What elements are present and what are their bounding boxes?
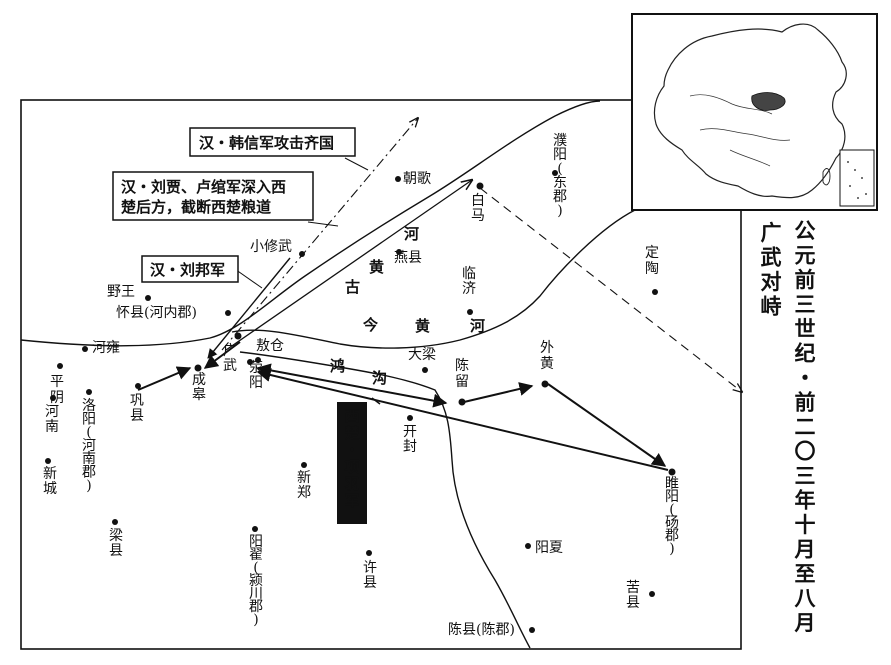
river-labels: 古 黄 河 今 黄 河 鸿 沟 bbox=[330, 225, 485, 387]
place-label-dingtao: 定陶 bbox=[645, 245, 659, 277]
place-label-henan: 河南 bbox=[45, 404, 59, 435]
place-label-yangzhai: 阳翟(颍川郡) bbox=[249, 534, 263, 628]
svg-text:大梁: 大梁 bbox=[408, 347, 436, 363]
svg-text:汉・刘邦军: 汉・刘邦军 bbox=[150, 261, 225, 279]
place-label-pingyin: 平阴 bbox=[50, 374, 64, 406]
svg-text:河: 河 bbox=[470, 317, 485, 335]
place-label-kuxian: 苦县 bbox=[626, 580, 640, 611]
place-label-guangwu: 广武 bbox=[223, 343, 237, 374]
xiangyu-route-4 bbox=[256, 368, 669, 471]
place-label-xinzheng: 新郑 bbox=[297, 470, 311, 501]
xiangyu-route-5 bbox=[203, 341, 241, 369]
svg-text:敖仓: 敖仓 bbox=[256, 338, 284, 354]
svg-text:小修武: 小修武 bbox=[250, 239, 292, 255]
svg-text:黄: 黄 bbox=[415, 317, 430, 335]
china-inset-map bbox=[631, 13, 878, 211]
svg-text:今: 今 bbox=[362, 316, 378, 334]
liu-bang-route bbox=[207, 257, 291, 359]
title-left: 广武对峙 bbox=[761, 221, 782, 319]
military-routes bbox=[137, 118, 742, 471]
callout-liu-jia: 汉・刘贾、卢绾军深入西 楚后方，截断西楚粮道 bbox=[112, 171, 314, 221]
svg-text:野王: 野王 bbox=[107, 284, 135, 300]
xiangyu-route-1 bbox=[256, 363, 448, 408]
svg-text:古: 古 bbox=[345, 278, 360, 296]
xiangyu-route-3 bbox=[547, 383, 667, 467]
modern-yellow-river bbox=[231, 209, 636, 349]
gongxian-route bbox=[137, 366, 192, 391]
place-label-xingyang: 荥阳 bbox=[249, 360, 263, 391]
place-label-xincheng: 新城 bbox=[43, 466, 57, 497]
svg-text:汉・刘贾、卢绾军深入西: 汉・刘贾、卢绾军深入西 bbox=[121, 178, 286, 196]
place-label-luoyang: 洛阳(河南郡) bbox=[82, 398, 96, 494]
place-label-baima: 白马 bbox=[471, 193, 485, 224]
svg-text:楚后方，截断西楚粮道: 楚后方，截断西楚粮道 bbox=[121, 198, 271, 216]
place-label-chenliu: 陈留 bbox=[455, 357, 469, 390]
place-labels: 朝歌 小修武 燕县 野王 怀县(河内郡) 河雍 敖仓 大梁 阳夏 陈县(陈郡) bbox=[92, 171, 563, 638]
xiangyu-route-2 bbox=[463, 382, 534, 403]
svg-text:朝歌: 朝歌 bbox=[403, 171, 431, 187]
place-label-suiyang: 睢阳(砀郡) bbox=[665, 476, 679, 557]
place-label-kaifeng: 开封 bbox=[403, 424, 417, 455]
svg-text:河: 河 bbox=[404, 225, 419, 243]
svg-text:黄: 黄 bbox=[369, 258, 384, 276]
svg-text:陈县(陈郡): 陈县(陈郡) bbox=[448, 621, 515, 638]
place-markers bbox=[45, 170, 676, 633]
svg-text:怀县(河内郡): 怀县(河内郡) bbox=[116, 305, 197, 321]
callout-xiang-yu: 西楚・项羽军 bbox=[337, 402, 367, 524]
title-right: 公元前三世纪・前二〇三年十月至八月 bbox=[794, 219, 817, 635]
place-label-puyang: 濮阳(东郡) bbox=[553, 133, 567, 219]
svg-text:阳夏: 阳夏 bbox=[535, 540, 563, 556]
svg-text:汉・韩信军攻击齐国: 汉・韩信军攻击齐国 bbox=[199, 134, 334, 152]
place-label-xuxian: 许县 bbox=[363, 560, 377, 591]
svg-text:河雍: 河雍 bbox=[92, 340, 120, 356]
place-label-linji: 临济 bbox=[462, 266, 476, 297]
place-label-liangxian: 梁县 bbox=[109, 528, 123, 559]
svg-text:燕县: 燕县 bbox=[394, 250, 422, 266]
place-label-chenggao: 成皋 bbox=[192, 372, 206, 403]
callout-han-xin: 汉・韩信军攻击齐国 bbox=[189, 127, 356, 157]
ancient-yellow-river bbox=[20, 100, 601, 347]
place-label-gongxian: 巩县 bbox=[130, 393, 144, 424]
liu-jia-route bbox=[225, 180, 472, 351]
place-label-waihuang: 外黄 bbox=[540, 340, 554, 372]
xiangyu-label: 西楚・项羽军 bbox=[344, 407, 360, 510]
callout-liu-bang: 汉・刘邦军 bbox=[141, 255, 239, 283]
svg-text:沟: 沟 bbox=[372, 369, 387, 387]
svg-text:鸿: 鸿 bbox=[330, 357, 345, 375]
baima-se-route bbox=[479, 187, 742, 392]
